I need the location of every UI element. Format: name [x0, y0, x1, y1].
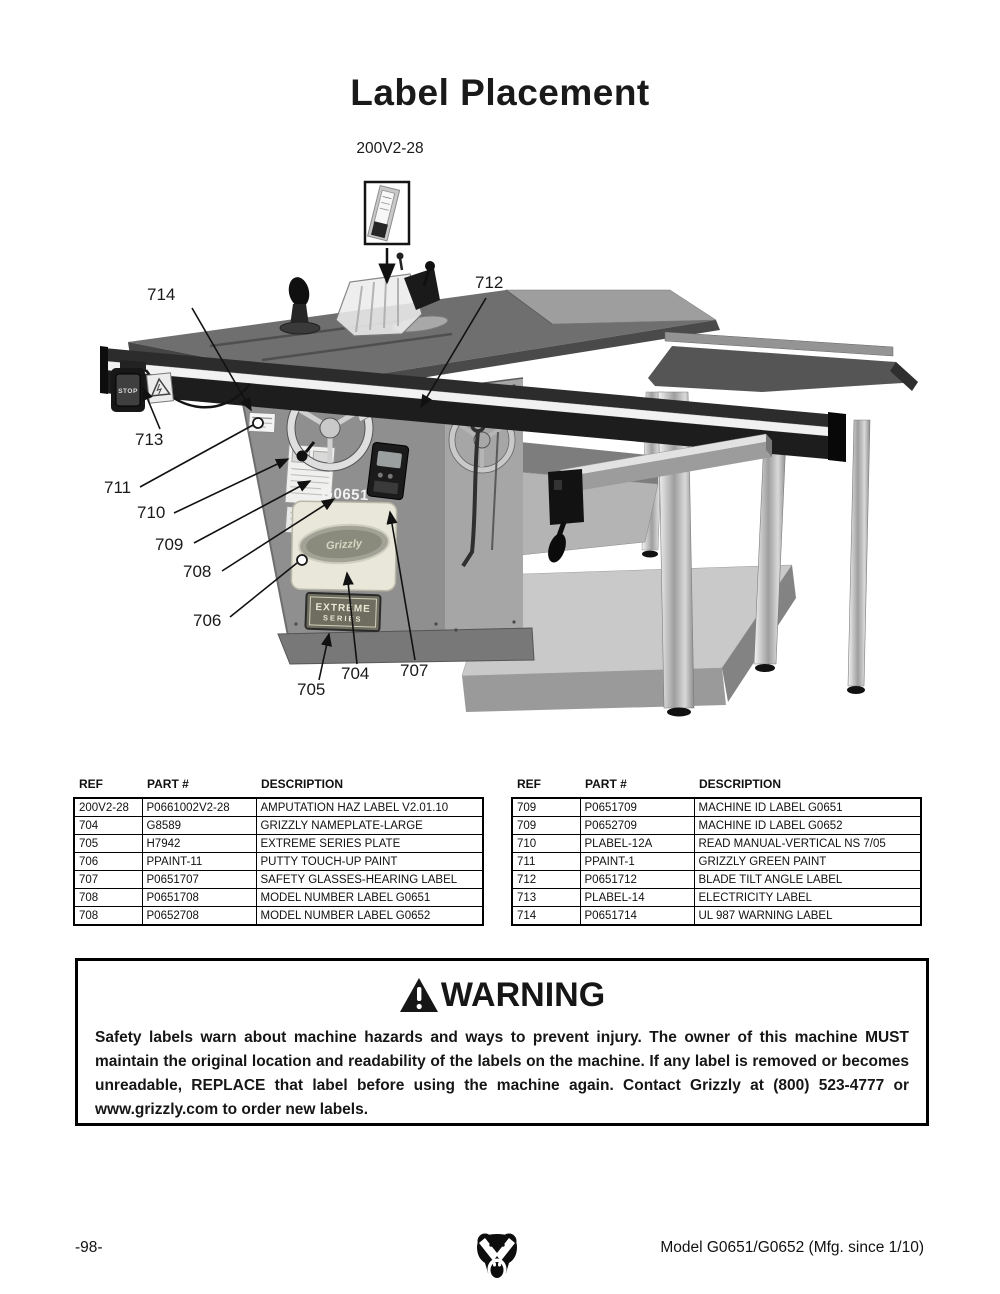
grizzly-bear-logo-icon — [477, 1233, 517, 1280]
callout-leaders — [139, 297, 487, 681]
stop-paddle-switch: STOP — [111, 360, 251, 412]
rip-fence — [548, 433, 773, 563]
callout-713: 713 — [135, 430, 164, 449]
warning-title: WARNING — [440, 975, 606, 1014]
electricity-label — [146, 372, 174, 404]
callout-707: 707 — [400, 661, 429, 680]
callout-704: 704 — [341, 664, 370, 683]
callout-705: 705 — [297, 680, 326, 699]
column-header-ref: REF — [79, 777, 103, 791]
inset-ref-label: 200V2-28 — [356, 140, 424, 157]
callout-710: 710 — [137, 503, 166, 522]
page-title: Label Placement — [350, 72, 650, 113]
parts-table-left-header: REF PART # DESCRIPTION — [73, 777, 485, 797]
callout-709: 709 — [155, 535, 184, 554]
svg-text:STOP: STOP — [118, 388, 138, 395]
extension-shelves — [461, 442, 796, 712]
safety-warning-box: WARNING Safety labels warn about machine… — [75, 958, 929, 1126]
column-header-ref: REF — [517, 777, 541, 791]
callout-714: 714 — [147, 285, 176, 304]
digital-readout — [366, 441, 410, 501]
parts-table-right-header: REF PART # DESCRIPTION — [511, 777, 923, 797]
fence-rails — [100, 346, 846, 462]
warning-body-text: Safety labels warn about machine hazards… — [95, 1029, 909, 1118]
paint-spot-706 — [296, 554, 308, 566]
column-header-description: DESCRIPTION — [699, 777, 782, 791]
callout-712: 712 — [475, 273, 504, 292]
callout-708: 708 — [183, 562, 212, 581]
column-header-description: DESCRIPTION — [261, 777, 344, 791]
saw-diagram: G0651 Grizzly EXTREME SERIES — [100, 180, 918, 717]
column-header-part: PART # — [585, 777, 627, 791]
svg-text:Grizzly: Grizzly — [326, 538, 364, 553]
extreme-series-plate: EXTREME SERIES — [304, 591, 382, 633]
callout-711: 711 — [104, 478, 132, 497]
column-header-part: PART # — [147, 777, 189, 791]
warning-triangle-icon — [399, 978, 438, 1012]
callout-706: 706 — [193, 611, 222, 630]
label-inset-image — [363, 180, 411, 285]
footer-model-text: Model G0651/G0652 (Mfg. since 1/10) — [660, 1239, 924, 1256]
svg-text:EXTREME: EXTREME — [315, 602, 371, 615]
saw-cabinet: G0651 Grizzly EXTREME SERIES — [237, 371, 535, 665]
blade-guard — [279, 252, 440, 337]
warning-heading: WARNING — [95, 973, 909, 1017]
grizzly-nameplate: Grizzly — [298, 523, 390, 565]
paint-spot-711 — [252, 417, 264, 429]
page-number: -98- — [75, 1239, 103, 1256]
svg-text:SERIES: SERIES — [323, 613, 363, 623]
